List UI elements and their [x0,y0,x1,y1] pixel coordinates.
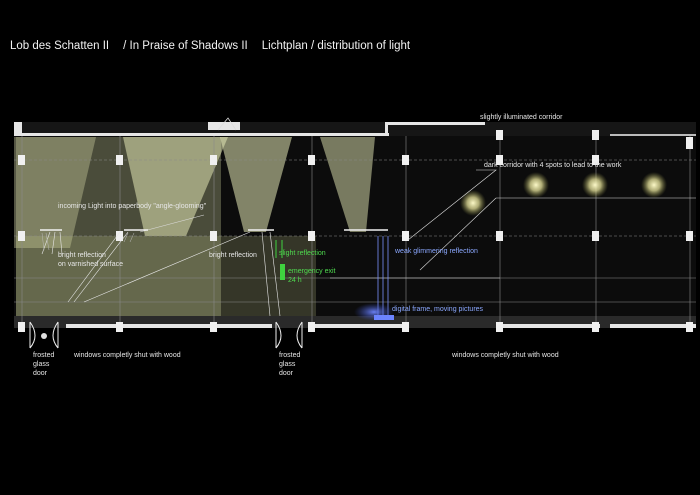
light-cone-1 [14,137,96,248]
spot-light-4 [641,172,667,198]
spot-light-2 [523,172,549,198]
top-wall-edge [14,133,389,136]
emergency-exit-marker [275,240,285,280]
column [116,155,123,165]
column [116,231,123,241]
column [308,231,315,241]
label-digital-frame: digital frame, moving pictures [392,306,484,313]
reflection-lines [41,231,281,317]
label-corridor-lit: slightly illuminated corridor [480,114,563,121]
light-cone-2 [123,137,228,236]
leader-lines [139,169,696,279]
label-frosted-door-mid-3: door [279,370,294,377]
bottom-wall-seg-2 [308,324,408,328]
bottom-wall-seg-3 [500,324,600,328]
label-frosted-door-left-3: door [33,370,48,377]
door-knob [41,333,47,339]
label-frosted-door-left-2: glass [33,361,50,368]
column [592,231,599,241]
door-swing-top [217,117,237,131]
top-block-2 [208,122,240,130]
digital-frame-marker [354,236,394,321]
column [686,231,693,241]
door-middle [275,321,303,349]
column [308,155,315,165]
label-emergency-exit-2: 24 h [288,277,302,284]
top-wall [14,122,696,136]
column [18,231,25,241]
column [18,322,25,332]
door-left [29,321,59,349]
title-lightplan: Lichtplan / distribution of light [261,40,411,52]
title-english: / In Praise of Shadows II [123,40,248,52]
column [592,155,599,165]
light-hatching [41,232,135,251]
columns [18,130,693,332]
label-frosted-door-mid-2: glass [279,361,296,368]
label-frosted-door-left-1: frosted [33,352,55,359]
column [686,137,693,149]
column [592,322,599,332]
light-cone-3 [220,137,292,232]
column [592,130,599,140]
top-wall-edge-3 [385,122,485,125]
label-frosted-door-mid-1: frosted [279,352,301,359]
spot-light-1 [460,190,486,216]
column [496,322,503,332]
column [402,231,409,241]
column [496,231,503,241]
column [18,155,25,165]
bottom-wall-seg-4 [610,324,696,328]
bottom-wall-seg-1 [66,324,272,328]
column [210,322,217,332]
label-bright-reflection: bright reflection [209,252,257,259]
spot-light-3 [582,172,608,198]
label-slight-reflection: slight reflection [279,250,326,257]
top-wall-edge-4 [610,134,696,136]
top-left-block [14,122,22,136]
label-incoming-light: incoming Light into paperbody "angle-glo… [58,203,207,210]
column [402,155,409,165]
column [210,155,217,165]
top-wall-edge-2 [385,122,388,136]
label-windows-right: windows completly shut with wood [452,352,559,359]
title-german: Lob des Schatten II [10,40,110,52]
column [496,155,503,165]
column [116,322,123,332]
column [686,322,693,332]
label-bright-reflection-varnished-2: on varnished surface [58,261,123,268]
plan-title: Lob des Schatten II / In Praise of Shadow… [10,40,424,52]
lit-strip-left [16,236,316,324]
column [210,231,217,241]
column [402,322,409,332]
label-dark-corridor: dark corridor with 4 spots to lead to th… [484,162,622,169]
label-windows-left: windows completly shut with wood [74,352,181,359]
label-emergency-exit-1: emergency exit [288,268,336,275]
label-weak-glimmering: weak glimmering reflection [395,248,478,255]
column [308,322,315,332]
light-cone-4 [320,137,375,232]
label-bright-reflection-varnished-1: bright reflection [58,252,106,259]
column [496,130,503,140]
